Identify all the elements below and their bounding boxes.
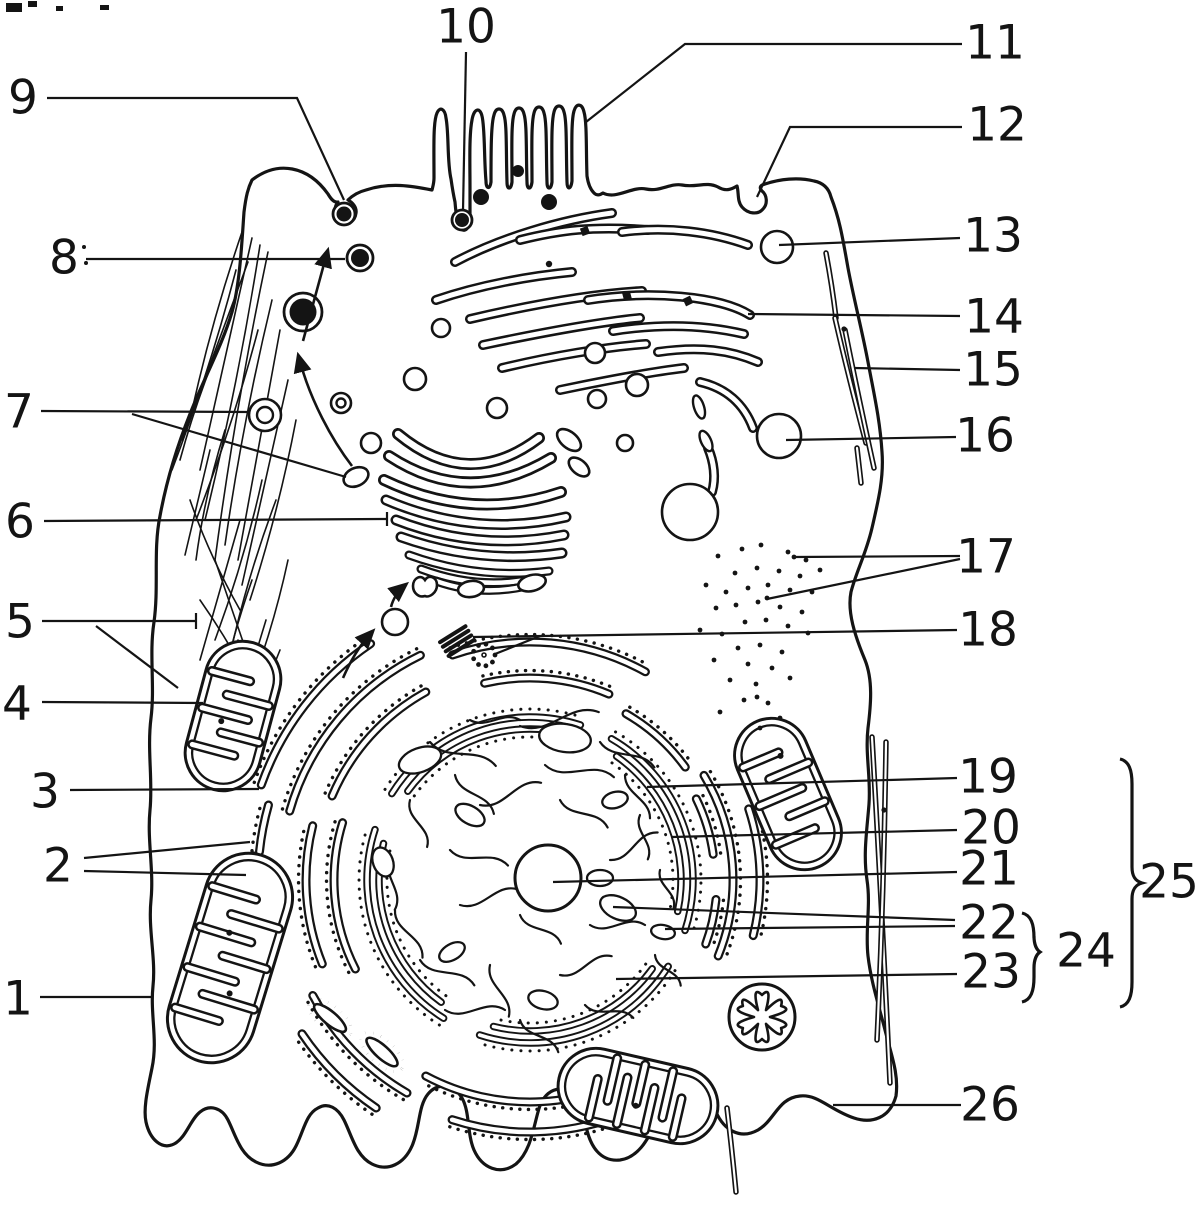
label-24: 24: [1021, 911, 1116, 1004]
label-text-19: 19: [958, 750, 1018, 805]
leader-line: [747, 312, 961, 318]
leader-line: [83, 869, 247, 877]
leader-line: [793, 554, 961, 559]
leader-line: [766, 557, 961, 601]
label-23: 23: [615, 945, 1021, 1000]
label-text-26: 26: [960, 1078, 1020, 1133]
leader-line: [646, 776, 958, 789]
label-4: 4: [2, 677, 204, 732]
leader-line: [552, 870, 958, 884]
label-21: 21: [552, 842, 1019, 897]
label-text-8: 8: [49, 231, 79, 286]
label-text-4: 4: [2, 677, 32, 732]
leader-line: [69, 787, 260, 792]
leader-line: [853, 366, 961, 372]
label-text-16: 16: [955, 409, 1015, 464]
label-3: 3: [30, 765, 260, 820]
leader-line: [494, 634, 541, 656]
label-text-23: 23: [961, 945, 1021, 1000]
label-text-12: 12: [967, 98, 1027, 153]
label-19: 19: [646, 750, 1018, 805]
mitochondrion: [733, 716, 843, 872]
golgi-apparatus: [378, 427, 591, 599]
label-12: 12: [756, 98, 1027, 198]
nucleolus: [513, 843, 583, 913]
free-ribosome-cluster: [697, 542, 823, 731]
label-22: 22: [612, 896, 1019, 951]
leader-line: [83, 840, 251, 860]
lobed-vacuole: [727, 982, 797, 1052]
label-8: 8: [49, 231, 345, 286]
label-text-18: 18: [958, 603, 1018, 658]
label-text-24: 24: [1056, 924, 1116, 979]
leader-line: [41, 700, 204, 705]
vesicles-and-granules: [247, 165, 803, 1052]
leader-line: [671, 828, 958, 839]
label-text-6: 6: [5, 495, 35, 550]
label-text-22: 22: [959, 896, 1019, 951]
nucleus-chromatin: [371, 709, 682, 1054]
leader-line: [756, 125, 962, 198]
label-15: 15: [853, 343, 1023, 398]
leader-line: [778, 236, 961, 247]
smooth-endoplasmic-reticulum: [431, 208, 763, 497]
label-7: 7: [4, 385, 347, 479]
label-text-1: 1: [3, 972, 33, 1027]
label-26: 26: [833, 1078, 1020, 1133]
mitochondrion: [183, 639, 283, 793]
label-text-13: 13: [963, 209, 1023, 264]
centriole-cross-section: [471, 641, 498, 669]
leader-line: [40, 409, 251, 414]
label-11: 11: [585, 16, 1025, 123]
centriole-rod: [438, 624, 477, 658]
label-25: 25: [1119, 757, 1199, 1009]
brace: [1021, 911, 1043, 1004]
brace: [1119, 757, 1148, 1009]
label-13: 13: [778, 209, 1023, 264]
label-text-5: 5: [5, 595, 35, 650]
leader-line: [472, 628, 958, 639]
label-10: 10: [436, 0, 496, 212]
mitochondria: [165, 639, 843, 1146]
leader-line: [95, 625, 179, 689]
label-2: 2: [43, 839, 251, 894]
label-18: 18: [472, 603, 1018, 658]
label-text-20: 20: [961, 801, 1021, 856]
label-14: 14: [747, 290, 1024, 345]
label-text-7: 7: [4, 385, 34, 440]
label-16: 16: [785, 409, 1015, 464]
label-text-17: 17: [956, 530, 1016, 585]
label-text-11: 11: [965, 16, 1025, 71]
leader-line: [585, 42, 962, 123]
label-20: 20: [671, 801, 1021, 856]
leader-line: [47, 96, 345, 201]
leader-line: [785, 435, 957, 442]
centriole: [438, 624, 498, 669]
label-1: 1: [3, 972, 152, 1027]
microtubule-fibrils: [724, 250, 893, 1195]
label-6: 6: [5, 495, 389, 550]
label-text-9: 9: [8, 71, 38, 126]
leader-line: [612, 905, 956, 922]
mitochondrion: [165, 851, 295, 1065]
leader-line: [615, 972, 958, 981]
label-17: 17: [766, 530, 1016, 601]
label-text-3: 3: [30, 765, 60, 820]
leader-line: [43, 517, 388, 523]
label-text-21: 21: [959, 842, 1019, 897]
label-text-10: 10: [436, 0, 496, 55]
label-text-2: 2: [43, 839, 73, 894]
label-9: 9: [8, 71, 345, 201]
scan-artifacts: [6, 1, 109, 265]
label-text-15: 15: [963, 343, 1023, 398]
leader-line: [664, 924, 956, 931]
leader-line: [131, 412, 347, 479]
mitochondrion: [556, 1046, 720, 1146]
label-text-14: 14: [964, 290, 1024, 345]
label-text-25: 25: [1139, 855, 1199, 910]
label-5: 5: [5, 595, 198, 689]
leader-line: [461, 51, 468, 212]
